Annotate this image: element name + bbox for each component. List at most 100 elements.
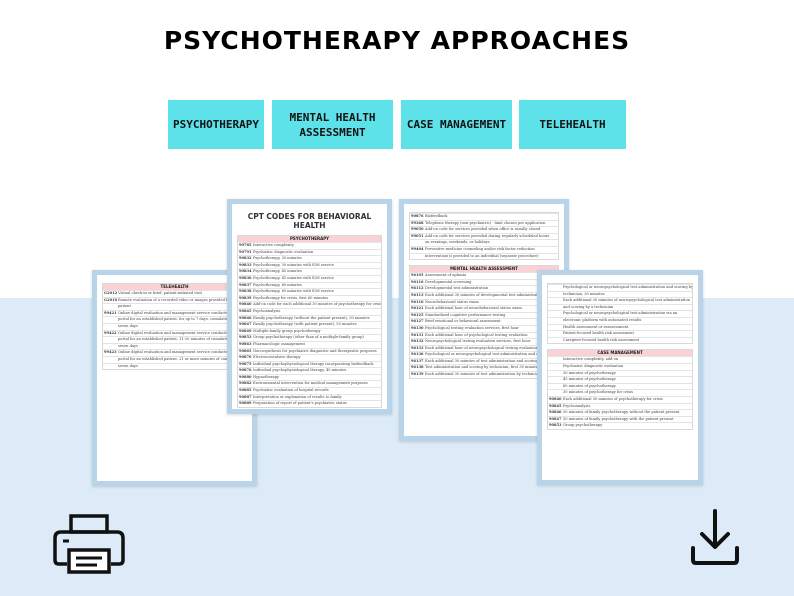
- code-description: Pharmacologic management: [253, 341, 305, 346]
- code-description: seven days: [118, 343, 138, 348]
- tab-mental-health-assessment[interactable]: MENTAL HEALTH ASSESSMENT: [272, 100, 393, 149]
- cpt-code: 96132: [411, 339, 424, 344]
- table-row: Interactive complexity, add-on: [548, 356, 692, 363]
- tab-psychotherapy[interactable]: PSYCHOTHERAPY: [168, 100, 264, 149]
- cpt-code: 96133: [411, 345, 424, 350]
- table-row: Psychological or neuropsychological test…: [548, 284, 692, 291]
- cpt-code: 90882: [239, 381, 252, 386]
- cpt-code: 90846: [549, 410, 562, 415]
- table-row: portal for an established patient, 21 or…: [103, 355, 246, 363]
- cpt-code: [548, 390, 563, 396]
- code-description: Each additional hour of neurobehavioral …: [425, 306, 522, 311]
- code-description: technician, 30 minutes: [563, 291, 605, 296]
- code-description: Psychological or neuropsychological test…: [563, 285, 692, 289]
- code-description: 50 minutes of family psychotherapy witho…: [563, 410, 680, 415]
- code-description: Each additional 30 minutes of developmen…: [425, 292, 544, 297]
- download-icon[interactable]: [690, 508, 740, 566]
- code-description: Add-on code for services provided when o…: [425, 227, 541, 232]
- table-row: seven days: [103, 322, 246, 330]
- table-row: portal for an established patient, for u…: [103, 316, 246, 323]
- code-description: Electroconvulsive therapy: [253, 355, 301, 360]
- cpt-code: 90876: [239, 368, 252, 373]
- code-description: 30 minutes of psychotherapy for crisis: [563, 390, 634, 395]
- code-description: Developmental test administration: [425, 286, 489, 291]
- code-description: Telephone therapy (non-psychiatric) - li…: [425, 220, 546, 225]
- cpt-code: 96105: [411, 273, 424, 278]
- tab-case-management[interactable]: CASE MANAGEMENT: [401, 100, 512, 149]
- cpt-code: [103, 324, 118, 330]
- cpt-code: 90833: [239, 262, 252, 267]
- cpt-code: 90791: [239, 249, 252, 254]
- cpt-code: 90845: [239, 308, 252, 313]
- cpt-code: 96138: [411, 365, 424, 370]
- code-description: intervention(s) provided to an individua…: [425, 253, 539, 258]
- table-row: and scoring by a technician: [548, 303, 692, 311]
- code-description: Psychoanalysis: [563, 403, 591, 408]
- code-description: Each additional hour of psychological te…: [425, 332, 528, 337]
- table-row: Psychiatric diagnostic evaluation: [548, 362, 692, 370]
- table-row: on evenings, weekends, or holidays: [410, 239, 558, 246]
- cpt-code: 90845: [549, 403, 562, 408]
- code-description: patient: [118, 304, 131, 309]
- code-description: Brief emotional or behavioral assessment: [425, 319, 501, 324]
- section-heading: PSYCHOTHERAPY: [238, 236, 381, 242]
- cpt-code: 90876: [411, 214, 424, 218]
- printer-icon[interactable]: [53, 514, 125, 574]
- code-description: Preventive medicine counseling and/or ri…: [425, 246, 535, 251]
- tab-telehealth[interactable]: TELEHEALTH: [519, 100, 626, 149]
- code-description: Assessment of aphasia: [425, 273, 467, 278]
- cpt-code: 96121: [411, 306, 424, 311]
- psychotherapy-page-preview[interactable]: CPT CODES FOR BEHAVIORAL HEALTH PSYCHOTH…: [227, 199, 392, 414]
- code-description: Psychotherapy, 45 minutes with E/M servi…: [253, 275, 334, 280]
- code-description: Remote evaluation of a recorded video or…: [118, 297, 246, 302]
- cpt-code: [548, 331, 563, 337]
- cpt-code: 96110: [411, 279, 424, 284]
- code-description: seven days: [118, 363, 138, 368]
- cpt-code: [548, 292, 563, 298]
- case-management-page-preview[interactable]: Psychological or neuropsychological test…: [537, 270, 703, 485]
- code-description: Each additional 30 minutes of test admin…: [425, 358, 538, 363]
- code-description: Interactive complexity, add-on: [563, 357, 619, 362]
- code-description: Test administration and scoring by techn…: [425, 365, 540, 370]
- code-description: and scoring by a technician: [563, 304, 614, 309]
- table-row: portal for an established patient, 11-20…: [103, 336, 246, 343]
- code-description: electronic platform with automated resul…: [563, 317, 642, 322]
- code-description: Individual psychophysiological therapy i…: [253, 361, 374, 366]
- cpt-code: 90840: [549, 396, 562, 401]
- table-row: 45 minutes of psychotherapy: [548, 376, 692, 383]
- code-description: Psychotherapy, 45 minutes: [253, 269, 302, 274]
- cpt-code: [410, 254, 425, 260]
- code-description: Interpretation or explanation of results…: [253, 394, 342, 399]
- table-row: seven days: [103, 362, 246, 370]
- code-description: Hypnotherapy: [253, 374, 280, 379]
- cpt-code: [548, 371, 563, 377]
- cpt-code: 90863: [239, 341, 252, 346]
- code-description: Online digital evaluation and management…: [118, 350, 246, 355]
- cpt-code: 90785: [239, 243, 252, 247]
- code-description: Online digital evaluation and management…: [118, 330, 246, 335]
- table-row: 30 minutes of psychotherapy: [548, 369, 692, 377]
